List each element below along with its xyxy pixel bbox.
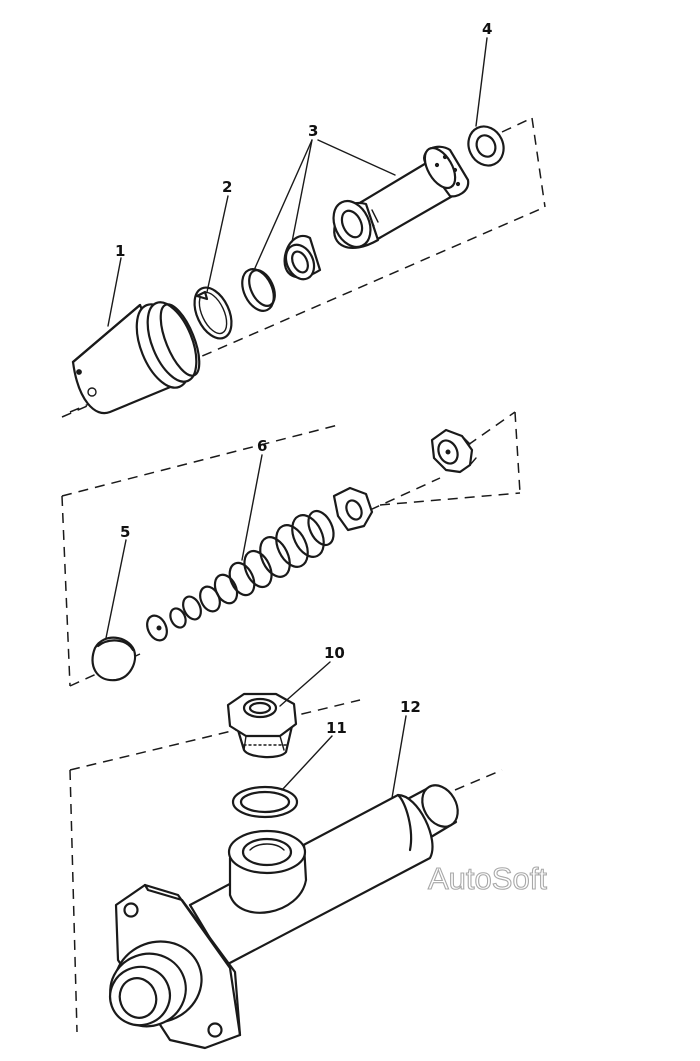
callout-6: 6 <box>257 437 267 455</box>
part-3-piston <box>332 145 470 249</box>
nut <box>430 428 477 474</box>
part-3-seal-b <box>283 234 322 281</box>
part-5-end-cap <box>91 636 137 682</box>
callout-10: 10 <box>324 644 345 662</box>
part-10-union-nut <box>226 692 298 759</box>
callout-12: 12 <box>400 698 421 716</box>
callout-leaders <box>105 37 488 799</box>
callout-3: 3 <box>308 122 318 140</box>
part-11-washer <box>231 785 299 819</box>
hex-washer <box>332 486 374 532</box>
part-1-boot <box>71 301 201 415</box>
part-2-circlip <box>193 286 233 340</box>
callout-numbers: 1 2 3 4 5 6 10 11 12 <box>115 20 492 737</box>
part-4-washer <box>467 125 505 167</box>
callout-5: 5 <box>120 523 130 541</box>
callout-11: 11 <box>326 719 347 737</box>
callout-1: 1 <box>115 242 125 260</box>
callout-2: 2 <box>222 178 232 196</box>
callout-4: 4 <box>482 20 492 38</box>
watermark-text: AutoSoft <box>428 861 547 896</box>
part-6-spring <box>146 509 335 642</box>
body-assembly-guide <box>69 699 503 1033</box>
part-12-cylinder-body <box>109 784 459 1050</box>
part-3-seal-a <box>241 268 276 312</box>
